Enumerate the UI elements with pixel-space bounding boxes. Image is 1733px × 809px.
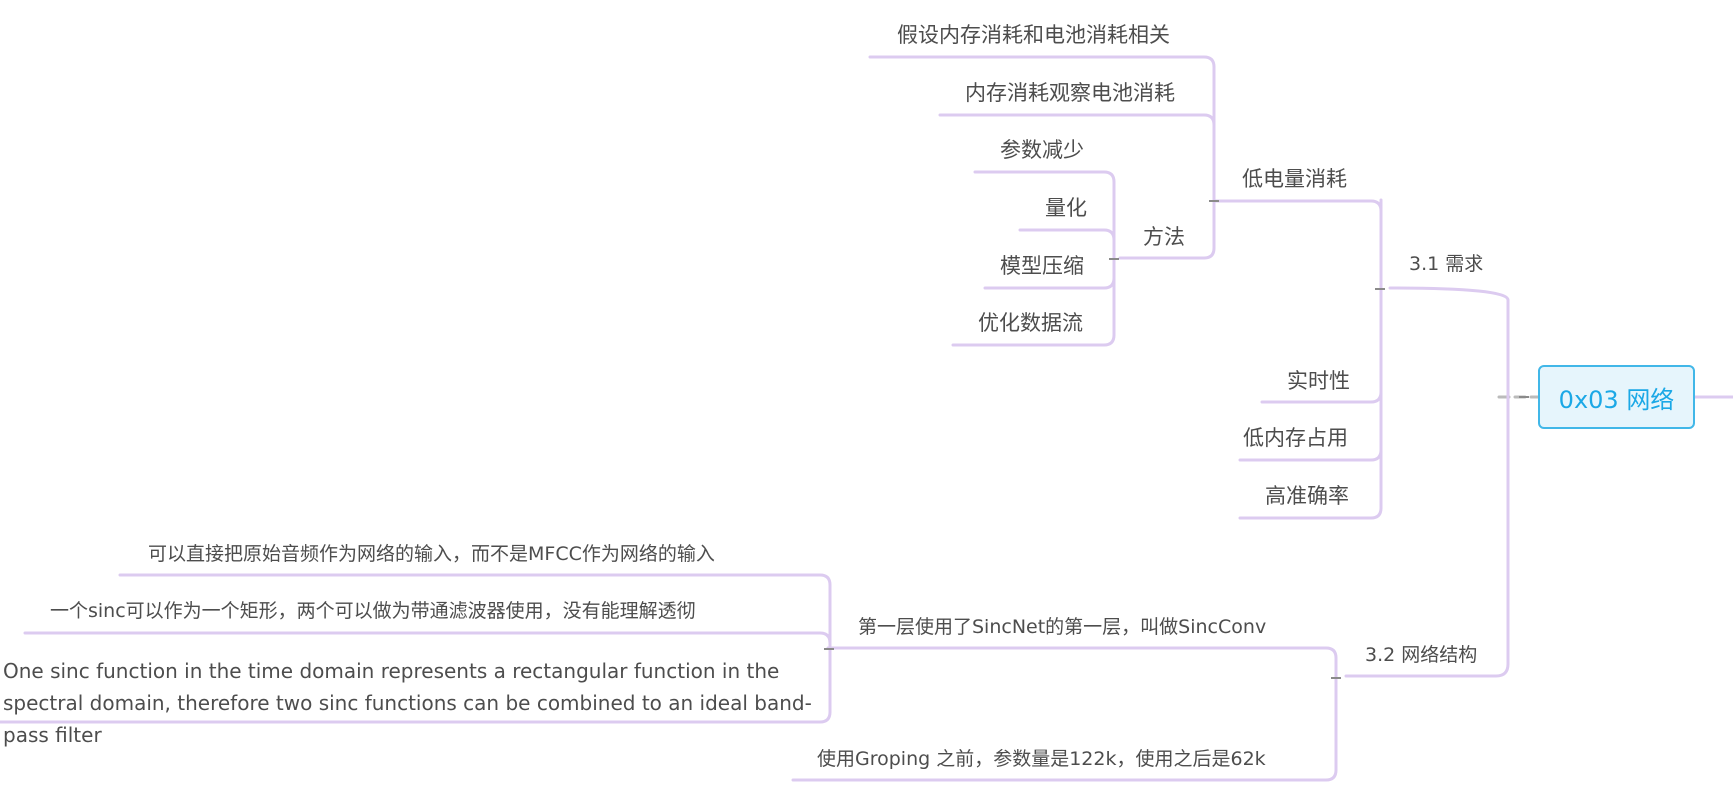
topic-method-item[interactable]: 参数减少 [1000, 138, 1084, 162]
topic-requirements[interactable]: 3.1 需求 [1409, 253, 1484, 275]
realtime-line [1260, 390, 1383, 404]
low-power-trunk-line [868, 55, 1216, 260]
collapse-toggle-net[interactable] [1331, 677, 1341, 679]
topic-raw-audio-input[interactable]: 可以直接把原始音频作为网络的输入，而不是MFCC作为网络的输入 [148, 543, 715, 565]
observe-line [938, 113, 1216, 127]
collapse-toggle-low-power[interactable] [1209, 200, 1219, 202]
topic-method[interactable]: 方法 [1143, 225, 1185, 249]
quant-line [1018, 228, 1116, 242]
topic-observe-battery[interactable]: 内存消耗观察电池消耗 [965, 81, 1175, 105]
collapse-toggle-first-layer[interactable] [824, 648, 834, 650]
collapse-toggle-req[interactable] [1375, 288, 1385, 290]
topic-first-layer[interactable]: 第一层使用了SincNet的第一层，叫做SincConv [858, 616, 1267, 638]
root-trunk-line [1344, 286, 1510, 678]
topic-accuracy[interactable]: 高准确率 [1265, 484, 1349, 508]
topic-method-item[interactable]: 模型压缩 [1000, 254, 1084, 278]
topic-grouping-params[interactable]: 使用Groping 之前，参数量是122k，使用之后是62k [817, 748, 1266, 770]
topic-method-item[interactable]: 量化 [1045, 196, 1087, 220]
req-trunk-line [1238, 198, 1383, 520]
topic-low-power[interactable]: 低电量消耗 [1242, 167, 1347, 191]
topic-realtime[interactable]: 实时性 [1287, 369, 1350, 393]
topic-method-item[interactable]: 优化数据流 [978, 311, 1083, 335]
collapse-toggle-root[interactable] [1519, 396, 1529, 398]
topic-low-memory[interactable]: 低内存占用 [1243, 426, 1348, 450]
low-power-line [1213, 199, 1383, 213]
topic-sinc-rectangle[interactable]: 一个sinc可以作为一个矩形，两个可以做为带通滤波器使用，没有能理解透彻 [50, 600, 696, 622]
topic-assume-memory-battery[interactable]: 假设内存消耗和电池消耗相关 [897, 23, 1170, 47]
sinc-rect-line [23, 631, 832, 645]
collapse-toggle-method[interactable] [1109, 258, 1119, 260]
topic-network-structure[interactable]: 3.2 网络结构 [1365, 644, 1478, 666]
root-topic-label: 0x03 网络 [1558, 385, 1675, 414]
low-mem-line [1238, 448, 1383, 462]
compress-line [983, 276, 1116, 290]
net-trunk-line [791, 646, 1338, 782]
root-topic[interactable]: 0x03 网络 [1538, 365, 1695, 429]
topic-sinc-bandpass-note[interactable]: One sinc function in the time domain rep… [3, 659, 812, 747]
